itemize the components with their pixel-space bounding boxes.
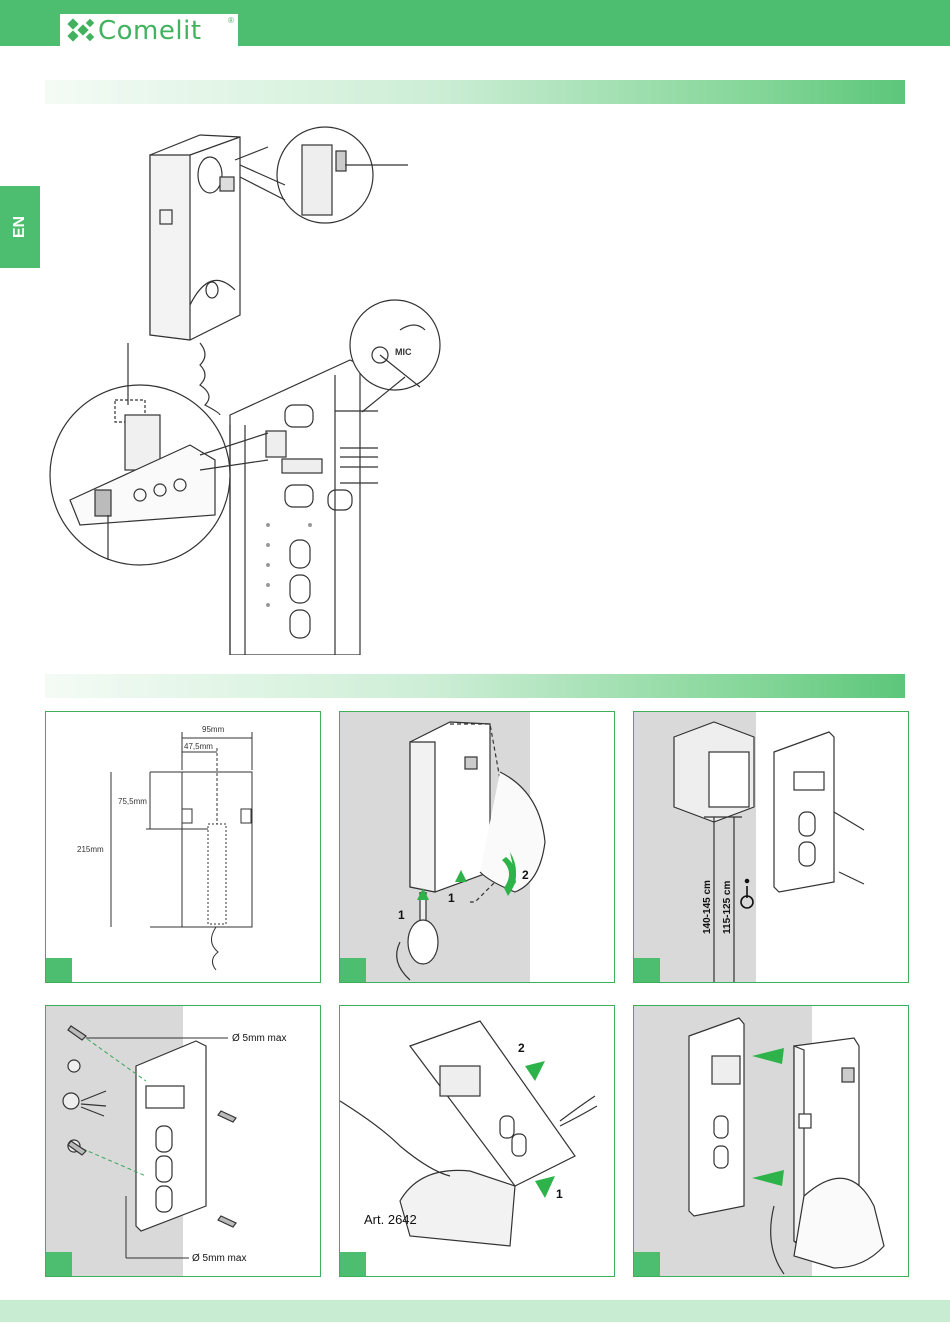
panel-corner-marker (340, 958, 366, 982)
brand-logo: Comelit (98, 16, 202, 46)
stand-step-2: 2 (518, 1041, 525, 1055)
panel-corner-marker (46, 1252, 72, 1276)
dim-height-label: 215mm (77, 845, 104, 854)
panel-wall-fixing: Ø 5mm max Ø 5mm max (45, 1005, 321, 1277)
panel-corner-marker (634, 1252, 660, 1276)
language-label: EN (0, 186, 40, 268)
hole-label-top: Ø 5mm max (232, 1033, 286, 1044)
section-band-top (45, 80, 905, 104)
step-label-1b: 1 (448, 891, 455, 905)
panel-open-cover: 1 1 2 (339, 711, 615, 983)
logo-icon (66, 18, 96, 42)
footer-bar (0, 1300, 950, 1322)
hole-label-bottom: Ø 5mm max (192, 1253, 246, 1264)
registered-mark: ® (228, 16, 234, 25)
panel-close-cover (633, 1005, 909, 1277)
article-label: Art. 2642 (364, 1212, 417, 1227)
section-band-bottom (45, 674, 905, 698)
dim-offset-label: 75,5mm (118, 797, 147, 806)
panel-dimensions: 95mm 47,5mm 75,5mm 215mm (45, 711, 321, 983)
panel-corner-marker (634, 958, 660, 982)
dim-width-label: 95mm (202, 725, 225, 734)
panel-corner-marker (340, 1252, 366, 1276)
panel-mounting-height: 140-145 cm 115-125 cm (633, 711, 909, 983)
height-accessible-label: 115-125 cm (722, 881, 733, 934)
panel-corner-marker (46, 958, 72, 982)
top-illustration: MIC (40, 115, 480, 655)
height-standard-label: 140-145 cm (702, 880, 713, 934)
mic-label: MIC (395, 347, 412, 357)
step-label-2: 2 (522, 868, 529, 882)
dim-half-width-label: 47,5mm (184, 742, 213, 751)
step-label-1a: 1 (398, 908, 405, 922)
stand-step-1: 1 (556, 1187, 563, 1201)
panel-table-stand: 2 1 Art. 2642 (339, 1005, 615, 1277)
